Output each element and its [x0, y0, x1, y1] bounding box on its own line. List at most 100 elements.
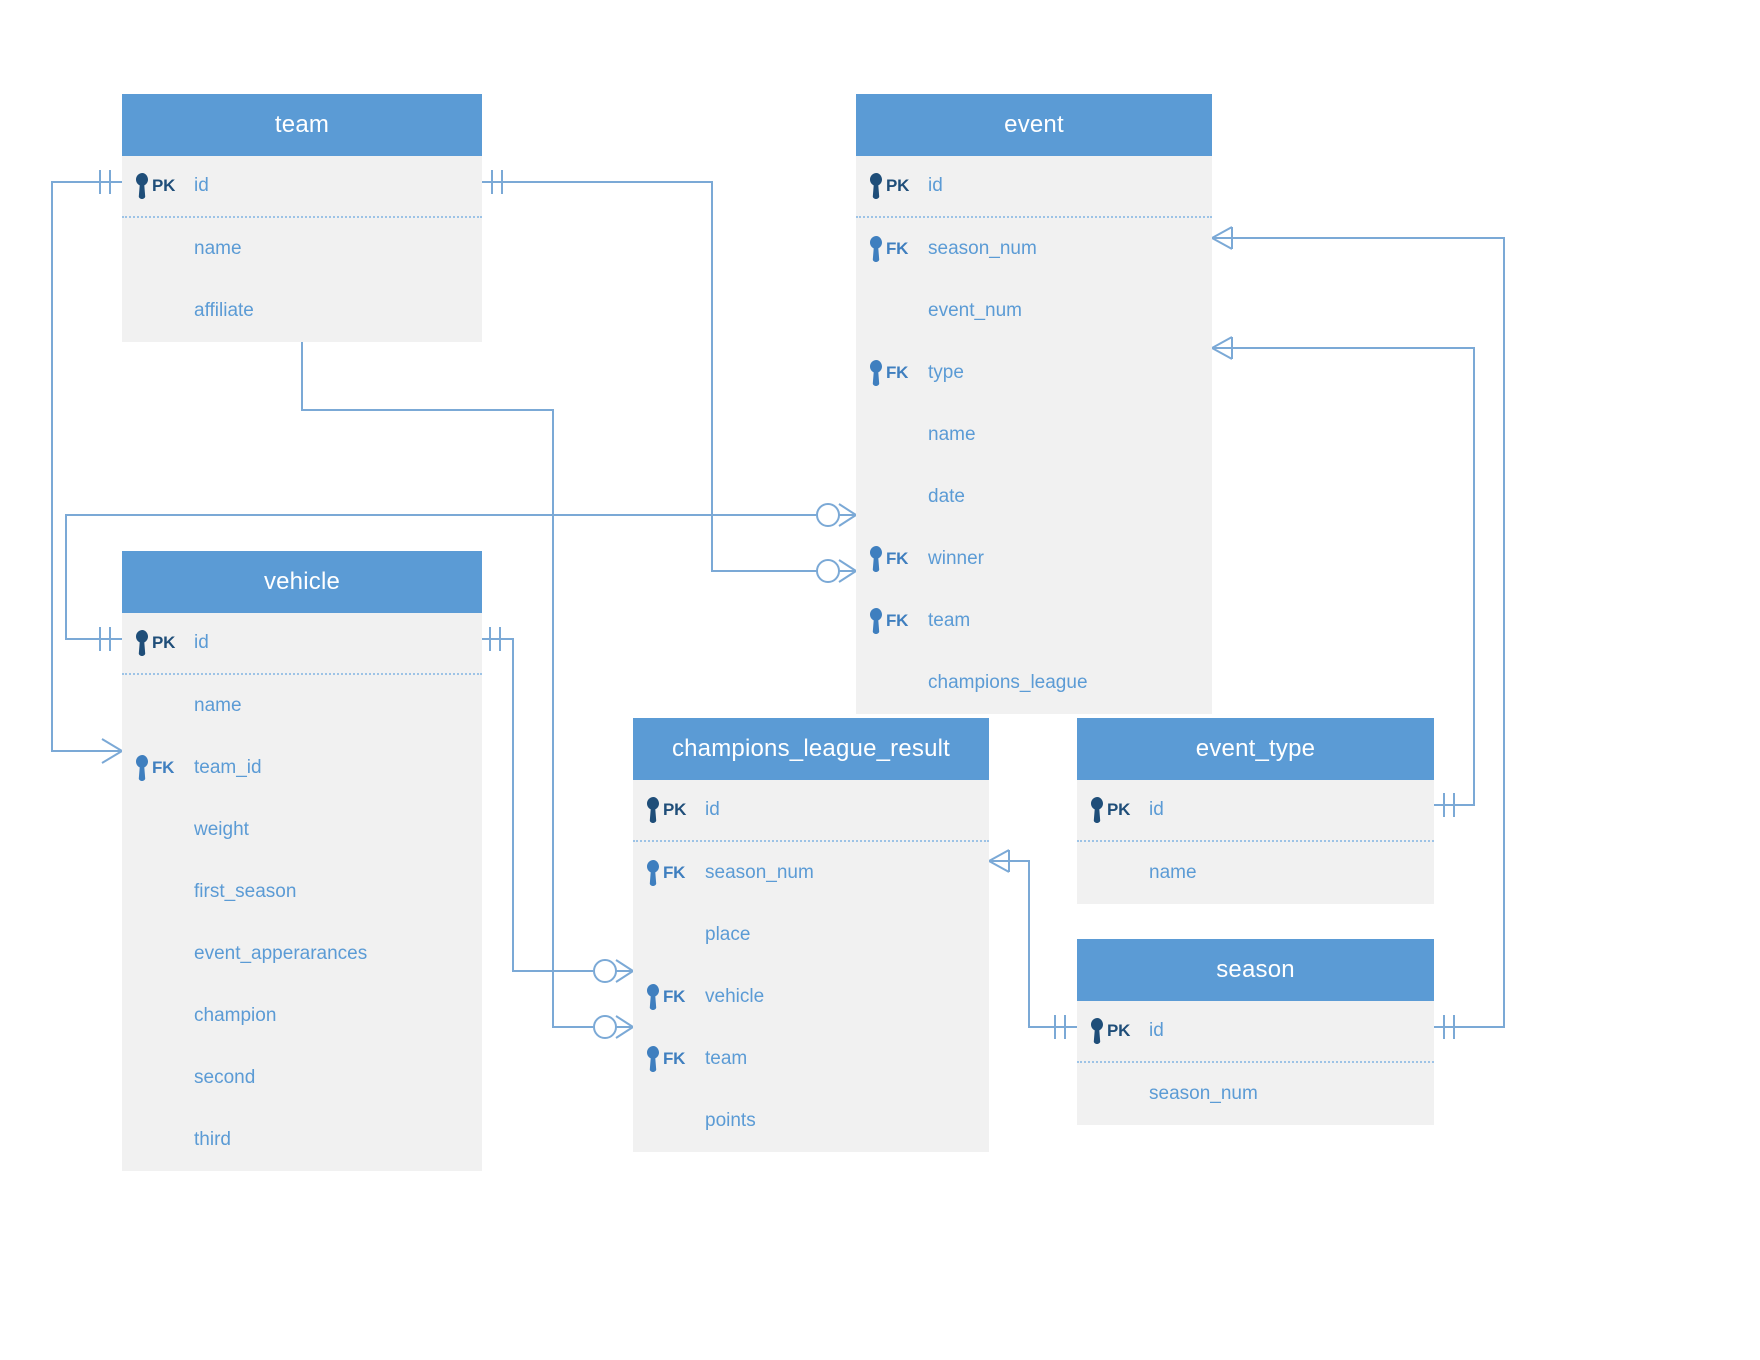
field-row[interactable]: champion: [122, 985, 482, 1047]
field-row[interactable]: name: [122, 218, 482, 280]
field-row[interactable]: FK team_id: [122, 737, 482, 799]
foreign-key-icon: [647, 860, 659, 886]
key-label: FK: [886, 363, 909, 382]
field-row[interactable]: FK season_num: [633, 842, 989, 904]
field-name: name: [194, 238, 242, 259]
key-cell: [1077, 1081, 1149, 1107]
field-row[interactable]: FK vehicle: [633, 966, 989, 1028]
card-one-eventtype-id: [1443, 793, 1455, 817]
field-name: champions_league: [928, 672, 1088, 693]
field-row[interactable]: third: [122, 1109, 482, 1171]
entity-team-title: team: [122, 94, 482, 156]
entity-event[interactable]: event PK id FK season_num: [856, 94, 1212, 714]
key-cell: PK: [122, 173, 194, 199]
field-name: id: [705, 799, 720, 820]
key-cell: PK: [856, 173, 928, 199]
entity-event-title: event: [856, 94, 1212, 156]
field-name: team: [705, 1048, 748, 1069]
entity-season[interactable]: season PK id season_num: [1077, 939, 1434, 1125]
key-label: FK: [663, 863, 686, 882]
field-name: id: [1149, 799, 1164, 820]
field-name: name: [194, 695, 242, 716]
key-cell: PK: [122, 630, 194, 656]
key-cell: [1077, 860, 1149, 886]
field-row[interactable]: event_apperarances: [122, 923, 482, 985]
field-row[interactable]: PK id: [1077, 1001, 1434, 1063]
field-row[interactable]: name: [122, 675, 482, 737]
card-many-event-winner: [838, 503, 857, 527]
field-row[interactable]: PK id: [122, 613, 482, 675]
field-row[interactable]: affiliate: [122, 280, 482, 342]
field-name: winner: [928, 548, 984, 569]
field-row[interactable]: place: [633, 904, 989, 966]
field-row[interactable]: PK id: [122, 156, 482, 218]
field-row[interactable]: FK team: [856, 590, 1212, 652]
entity-team[interactable]: team PK id name a: [122, 94, 482, 342]
field-row[interactable]: FK winner: [856, 528, 1212, 590]
key-label: FK: [886, 549, 909, 568]
foreign-key-icon: [870, 608, 882, 634]
key-cell: [122, 1003, 194, 1029]
key-label: PK: [152, 176, 176, 195]
entity-vehicle[interactable]: vehicle PK id name FK: [122, 551, 482, 1171]
link-vehicle-clr-vehicle: [482, 638, 593, 972]
key-cell: [122, 1127, 194, 1153]
card-one-team-id-a: [99, 170, 111, 194]
foreign-key-icon: [870, 546, 882, 572]
field-name: team: [928, 610, 971, 631]
key-cell: [122, 817, 194, 843]
field-row[interactable]: FK season_num: [856, 218, 1212, 280]
field-name: event_num: [928, 300, 1023, 321]
field-name: event_apperarances: [194, 943, 368, 964]
key-cell: [633, 922, 705, 948]
field-row[interactable]: event_num: [856, 280, 1212, 342]
key-cell: [122, 879, 194, 905]
foreign-key-icon: [647, 1046, 659, 1072]
key-label: FK: [886, 239, 909, 258]
key-cell: FK: [856, 236, 928, 262]
entity-champions-league-result[interactable]: champions_league_result PK id FK season_…: [633, 718, 989, 1152]
field-row[interactable]: FK team: [633, 1028, 989, 1090]
key-cell: FK: [633, 860, 705, 886]
field-name: weight: [194, 819, 249, 840]
card-one-season-id-a: [1443, 1015, 1455, 1039]
field-name: third: [194, 1129, 231, 1150]
key-cell: FK: [633, 1046, 705, 1072]
key-label: PK: [152, 633, 176, 652]
field-row[interactable]: champions_league: [856, 652, 1212, 714]
field-name: team_id: [194, 757, 262, 778]
primary-key-icon: [136, 630, 148, 656]
entity-event-type-title: event_type: [1077, 718, 1434, 780]
field-row[interactable]: PK id: [1077, 780, 1434, 842]
entity-season-fields: PK id season_num: [1077, 1001, 1434, 1125]
field-row[interactable]: FK type: [856, 342, 1212, 404]
key-label: FK: [663, 1049, 686, 1068]
key-cell: [856, 422, 928, 448]
entity-event-type[interactable]: event_type PK id name: [1077, 718, 1434, 904]
field-row[interactable]: name: [856, 404, 1212, 466]
key-label: PK: [1107, 1021, 1131, 1040]
card-one-vehicle-id-b: [489, 627, 501, 651]
field-row[interactable]: points: [633, 1090, 989, 1152]
field-name: id: [194, 632, 209, 653]
field-row[interactable]: first_season: [122, 861, 482, 923]
entity-champions-league-result-title: champions_league_result: [633, 718, 989, 780]
field-row[interactable]: weight: [122, 799, 482, 861]
primary-key-icon: [1091, 797, 1103, 823]
field-row[interactable]: season_num: [1077, 1063, 1434, 1125]
field-row[interactable]: PK id: [633, 780, 989, 842]
link-season-event-seasonnum: [1232, 237, 1505, 1028]
field-row[interactable]: name: [1077, 842, 1434, 904]
field-row[interactable]: date: [856, 466, 1212, 528]
card-many-clr-team: [615, 1015, 634, 1039]
entity-event-type-fields: PK id name: [1077, 780, 1434, 904]
key-cell: [122, 298, 194, 324]
entity-vehicle-fields: PK id name FK team_id: [122, 613, 482, 1171]
field-row[interactable]: PK id: [856, 156, 1212, 218]
field-row[interactable]: second: [122, 1047, 482, 1109]
entity-vehicle-title: vehicle: [122, 551, 482, 613]
field-name: id: [928, 175, 943, 196]
field-name: season_num: [928, 238, 1037, 259]
entity-event-fields: PK id FK season_num event_num: [856, 156, 1212, 714]
